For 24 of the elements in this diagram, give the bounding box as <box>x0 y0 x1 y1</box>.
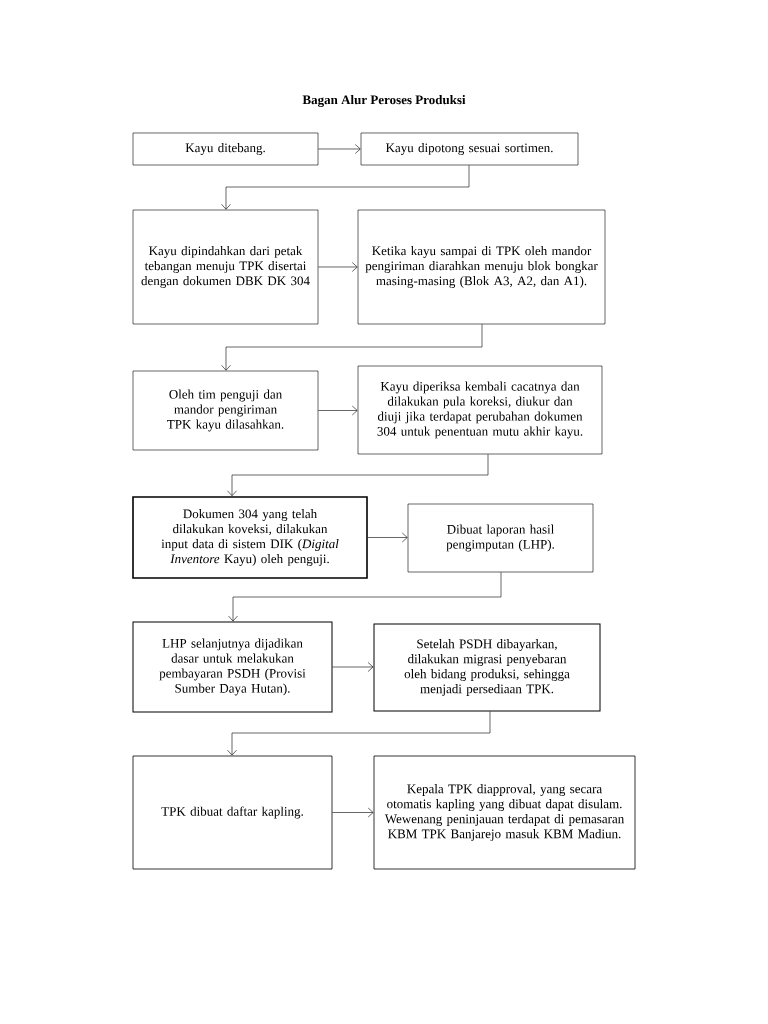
process-box: TPK dibuat daftar kapling. <box>132 755 333 870</box>
title: Bagan Alur Peroses Produksi <box>302 95 466 107</box>
process-box: Ketika kayu sampai di TPK oleh mandor pengiriman diarahkan menuju blok bongkar masing-masing (Blok A3, A2, dan A1). <box>357 209 606 325</box>
process-box: Dibuat laporan hasil pengimputan (LHP). <box>407 503 594 573</box>
process-box: Kayu ditebang. <box>132 132 319 166</box>
process-box: Setelah PSDH dibayarkan, dilakukan migrasi penyebaran oleh bidang produksi, sehingga menjadi persediaan TPK. <box>373 623 601 712</box>
arrow <box>367 532 408 543</box>
process-box: Oleh tim penguji dan mandor pengiriman TPK kayu dilasahkan. <box>132 370 319 451</box>
arrow <box>318 262 358 272</box>
process-box: Kayu dipindahkan dari petak tebangan menuju TPK disertai dengan dokumen DBK DK 304 <box>132 209 319 325</box>
process-box: Kayu diperiksa kembali cacatnya dan dilakukan pula koreksi, diukur dan diuji jika terdapat perubahan dokumen 304 untuk penentuan mutu akhir kayu. <box>357 365 603 455</box>
arrow <box>228 572 502 622</box>
process-box: LHP selanjutnya dijadikan dasar untuk melakukan pembayaran PSDH (Provisi Sumber Daya Hutan). <box>132 621 333 713</box>
arrow <box>332 662 374 672</box>
arrow <box>221 165 470 210</box>
arrow <box>227 711 491 756</box>
arrow <box>318 144 361 154</box>
process-box: Kepala TPK diapproval, yang secara otomatis kapling yang dibuat dapat disulam. Wewenang peninjauan terdapat di pemasaran KBM TPK Banjarejo masuk KBM Madiun. <box>373 755 636 870</box>
process-box: Dokumen 304 yang telah dilakukan koveksi, dilakukan input data di sistem DIK (Digital Inventore Kayu) oleh penguji. <box>132 496 368 579</box>
arrow <box>332 807 374 818</box>
arrow <box>227 454 489 497</box>
arrow <box>221 324 483 371</box>
arrow <box>318 405 358 416</box>
process-box: Kayu dipotong sesuai sortimen. <box>360 132 579 166</box>
